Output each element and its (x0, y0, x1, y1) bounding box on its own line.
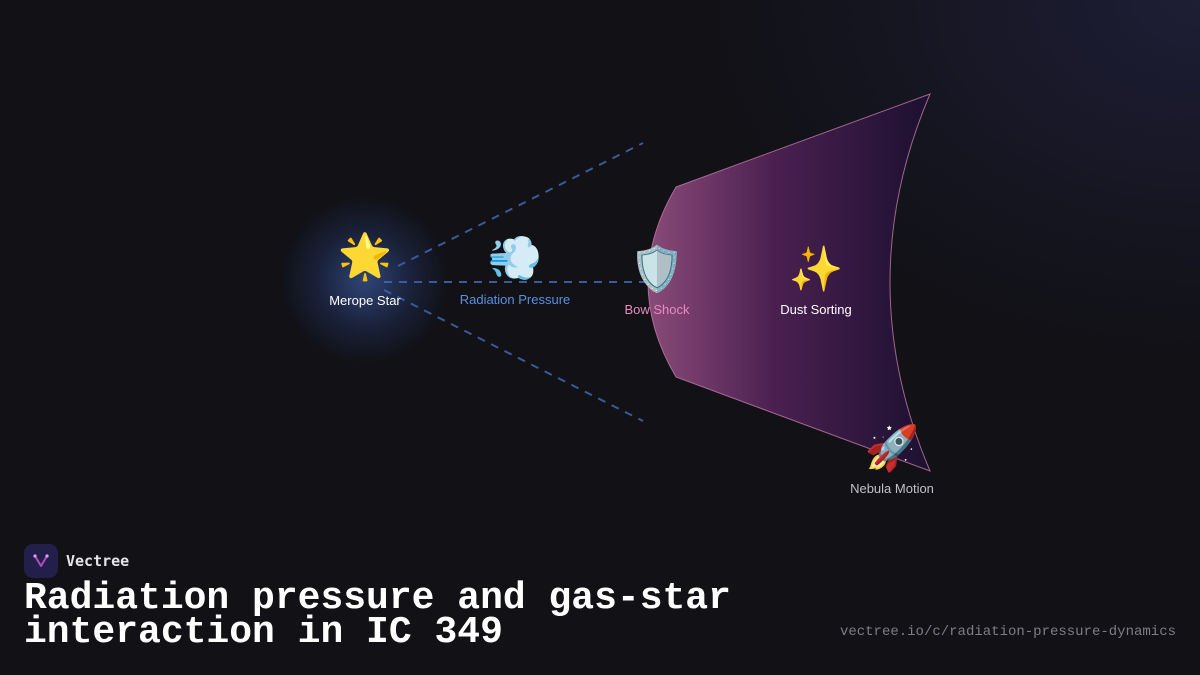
bow-shock-region (647, 93, 931, 472)
radiation-pressure-node: 💨 Radiation Pressure (460, 233, 571, 307)
sparkles-icon: ✨ (788, 245, 844, 294)
glowing-star-icon: 🌟 (337, 232, 393, 281)
nebula-motion-label: Nebula Motion (850, 481, 934, 496)
wind-icon: 💨 (487, 234, 543, 283)
rocket-icon: 🚀 (864, 424, 920, 473)
brand-name: Vectree (66, 552, 130, 570)
page-title: Radiation pressure and gas-star interact… (24, 577, 731, 654)
dust-sorting-label: Dust Sorting (780, 302, 852, 317)
merope-star-node: 🌟 Merope Star (329, 231, 401, 308)
shield-icon: 🛡️ (629, 245, 685, 294)
merope-star-label: Merope Star (329, 293, 401, 308)
nebula-motion-node: 🚀 Nebula Motion (850, 423, 934, 496)
bow-shock-node: 🛡️ Bow Shock (624, 244, 689, 317)
brand: Vectree (24, 544, 129, 578)
bow-shock-label: Bow Shock (624, 302, 690, 317)
radiation-pressure-label: Radiation Pressure (459, 292, 571, 307)
dust-sorting-node: ✨ Dust Sorting (780, 244, 852, 317)
source-url: vectree.io/c/radiation-pressure-dynamics (839, 624, 1176, 640)
star-glow (280, 195, 450, 365)
v-sparkle-icon (24, 544, 58, 578)
